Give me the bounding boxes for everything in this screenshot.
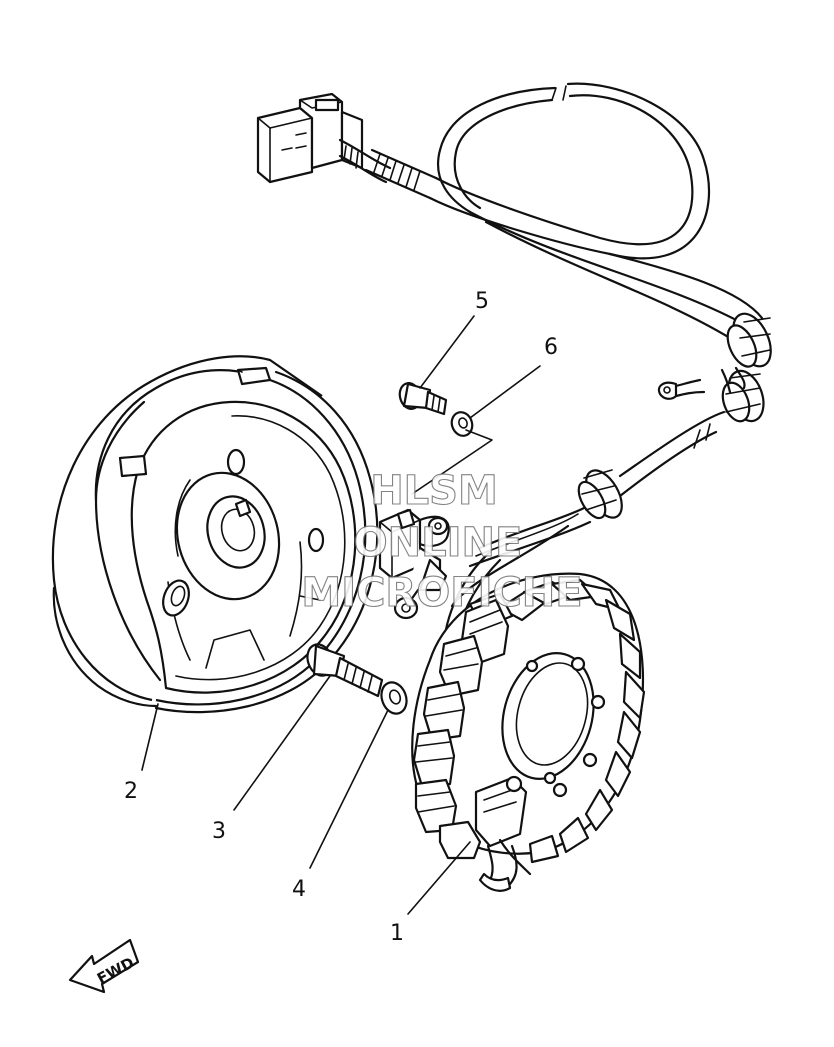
leader-line-5: [419, 315, 475, 389]
callout-1: 1: [390, 921, 404, 946]
stator-assembly: [411, 572, 646, 892]
pickup-screw: [398, 382, 448, 416]
pickup-coil: [378, 508, 450, 620]
stator-screw: [306, 643, 384, 698]
leader-line-2: [141, 703, 159, 771]
leader-line-4: [309, 709, 389, 869]
leader-line-3: [233, 675, 331, 811]
watermark-line-2: ONLINE: [354, 520, 523, 566]
stator-pole-teeth: [498, 578, 646, 864]
forward-direction-arrow: FWD: [68, 938, 140, 994]
pickup-washer: [450, 411, 474, 437]
watermark: HLSM ONLINE MICROFICHE: [301, 467, 583, 616]
callout-3: 3: [212, 819, 226, 844]
stator-washer: [380, 681, 408, 715]
harness-grommet-lower: [577, 469, 623, 520]
callout-numbers: 5 6 2 3 4 1: [124, 289, 558, 946]
stator-coils: [412, 592, 514, 860]
assembly-guide-line: [411, 429, 493, 495]
flywheel-rotor: [51, 355, 379, 714]
harness-connector: [256, 92, 364, 184]
callout-2: 2: [124, 779, 138, 804]
fwd-arrow-icon: [68, 938, 140, 994]
leader-line-1: [407, 841, 471, 915]
callout-6: 6: [544, 335, 558, 360]
watermark-line-1: HLSM: [370, 468, 498, 514]
wire-harness: [256, 82, 772, 644]
harness-grommet-upper: [726, 312, 772, 368]
leader-lines: [141, 315, 541, 915]
harness-grommet-middle: [721, 369, 765, 423]
watermark-line-3: MICROFICHE: [301, 570, 582, 616]
callout-5: 5: [475, 289, 489, 314]
leader-line-6: [469, 365, 541, 419]
callout-4: 4: [292, 877, 306, 902]
